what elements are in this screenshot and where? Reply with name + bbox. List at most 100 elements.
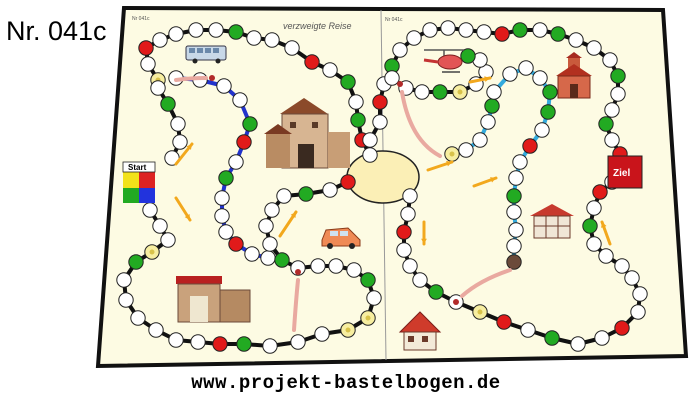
board-space[interactable] — [542, 84, 558, 100]
board-space[interactable] — [540, 104, 556, 120]
board-space[interactable] — [228, 154, 244, 170]
board-space[interactable] — [168, 332, 184, 348]
board-space[interactable] — [172, 134, 188, 150]
board-space[interactable] — [460, 48, 476, 64]
board-space[interactable] — [630, 304, 646, 320]
board-space[interactable] — [360, 272, 376, 288]
board-space[interactable] — [496, 314, 512, 330]
board-space[interactable] — [624, 270, 640, 286]
board-space[interactable] — [604, 102, 620, 118]
board-space[interactable] — [152, 218, 168, 234]
board-space[interactable] — [550, 26, 566, 42]
board-space[interactable] — [522, 138, 538, 154]
board-space[interactable] — [520, 322, 536, 338]
board-space[interactable] — [392, 42, 408, 58]
board-space[interactable] — [138, 40, 154, 56]
board-space[interactable] — [506, 188, 522, 204]
board-space[interactable] — [264, 202, 280, 218]
board-space[interactable] — [402, 188, 418, 204]
board-space[interactable] — [236, 134, 252, 150]
board-space[interactable] — [592, 184, 608, 200]
board-space[interactable] — [372, 114, 388, 130]
start-field[interactable]: Start — [122, 161, 156, 203]
board-space[interactable] — [340, 74, 356, 90]
board-space[interactable] — [532, 22, 548, 38]
board-space[interactable] — [276, 188, 292, 204]
board-space[interactable] — [142, 202, 158, 218]
board-space[interactable] — [570, 336, 586, 352]
board-space[interactable] — [508, 170, 524, 186]
board-space[interactable] — [412, 272, 428, 288]
board-space[interactable] — [506, 204, 522, 220]
board-space[interactable] — [262, 338, 278, 354]
board-space[interactable] — [632, 286, 648, 302]
board-space[interactable] — [322, 62, 338, 78]
board-space[interactable] — [384, 70, 400, 86]
board-space[interactable] — [304, 54, 320, 70]
board-space[interactable] — [480, 114, 496, 130]
board-space[interactable] — [208, 22, 224, 38]
board-space[interactable] — [170, 116, 186, 132]
board-space[interactable] — [362, 147, 378, 163]
board-space[interactable] — [216, 78, 232, 94]
board-space[interactable] — [486, 84, 502, 100]
board-space[interactable] — [284, 40, 300, 56]
board-space[interactable] — [152, 32, 168, 48]
board-space[interactable] — [160, 232, 176, 248]
board-space[interactable] — [402, 258, 418, 274]
board-space[interactable] — [512, 154, 528, 170]
board-space[interactable] — [218, 170, 234, 186]
board-space[interactable] — [160, 96, 176, 112]
board-space[interactable] — [290, 260, 306, 276]
board-space[interactable] — [116, 272, 132, 288]
board-space[interactable] — [440, 20, 456, 36]
board-space[interactable] — [502, 66, 518, 82]
board-space[interactable] — [346, 262, 362, 278]
board-space[interactable] — [188, 22, 204, 38]
board-space[interactable] — [506, 238, 522, 254]
board-space[interactable] — [422, 22, 438, 38]
board-space[interactable] — [506, 254, 522, 270]
board-space[interactable] — [532, 70, 548, 86]
board-space[interactable] — [586, 236, 602, 252]
board-space[interactable] — [414, 84, 430, 100]
board-space[interactable] — [432, 84, 448, 100]
goal-field[interactable]: Ziel — [607, 155, 643, 189]
board-space[interactable] — [428, 284, 444, 300]
board-space[interactable] — [610, 86, 626, 102]
board-space[interactable] — [472, 132, 488, 148]
board-space[interactable] — [396, 224, 412, 240]
board-space[interactable] — [262, 236, 278, 252]
board-space[interactable] — [190, 334, 206, 350]
board-space[interactable] — [508, 222, 524, 238]
board-space[interactable] — [290, 334, 306, 350]
board-space[interactable] — [594, 330, 610, 346]
board-space[interactable] — [362, 132, 378, 148]
board-space[interactable] — [598, 116, 614, 132]
board-space[interactable] — [518, 60, 534, 76]
board-space[interactable] — [586, 200, 602, 216]
board-space[interactable] — [130, 310, 146, 326]
board-space[interactable] — [228, 24, 244, 40]
board-space[interactable] — [610, 68, 626, 84]
board-space[interactable] — [582, 218, 598, 234]
board-space[interactable] — [150, 80, 166, 96]
board-space[interactable] — [458, 142, 474, 158]
board-space[interactable] — [314, 326, 330, 342]
board-space[interactable] — [274, 252, 290, 268]
board-space[interactable] — [310, 258, 326, 274]
board-space[interactable] — [372, 94, 388, 110]
board-space[interactable] — [298, 186, 314, 202]
board-space[interactable] — [586, 40, 602, 56]
board-space[interactable] — [604, 132, 620, 148]
board-space[interactable] — [264, 32, 280, 48]
board-space[interactable] — [348, 94, 364, 110]
board-space[interactable] — [168, 26, 184, 42]
board-space[interactable] — [260, 250, 276, 266]
board-space[interactable] — [232, 92, 248, 108]
board-space[interactable] — [494, 26, 510, 42]
board-space[interactable] — [128, 254, 144, 270]
board-space[interactable] — [350, 112, 366, 128]
board-space[interactable] — [118, 292, 134, 308]
board-space[interactable] — [212, 336, 228, 352]
